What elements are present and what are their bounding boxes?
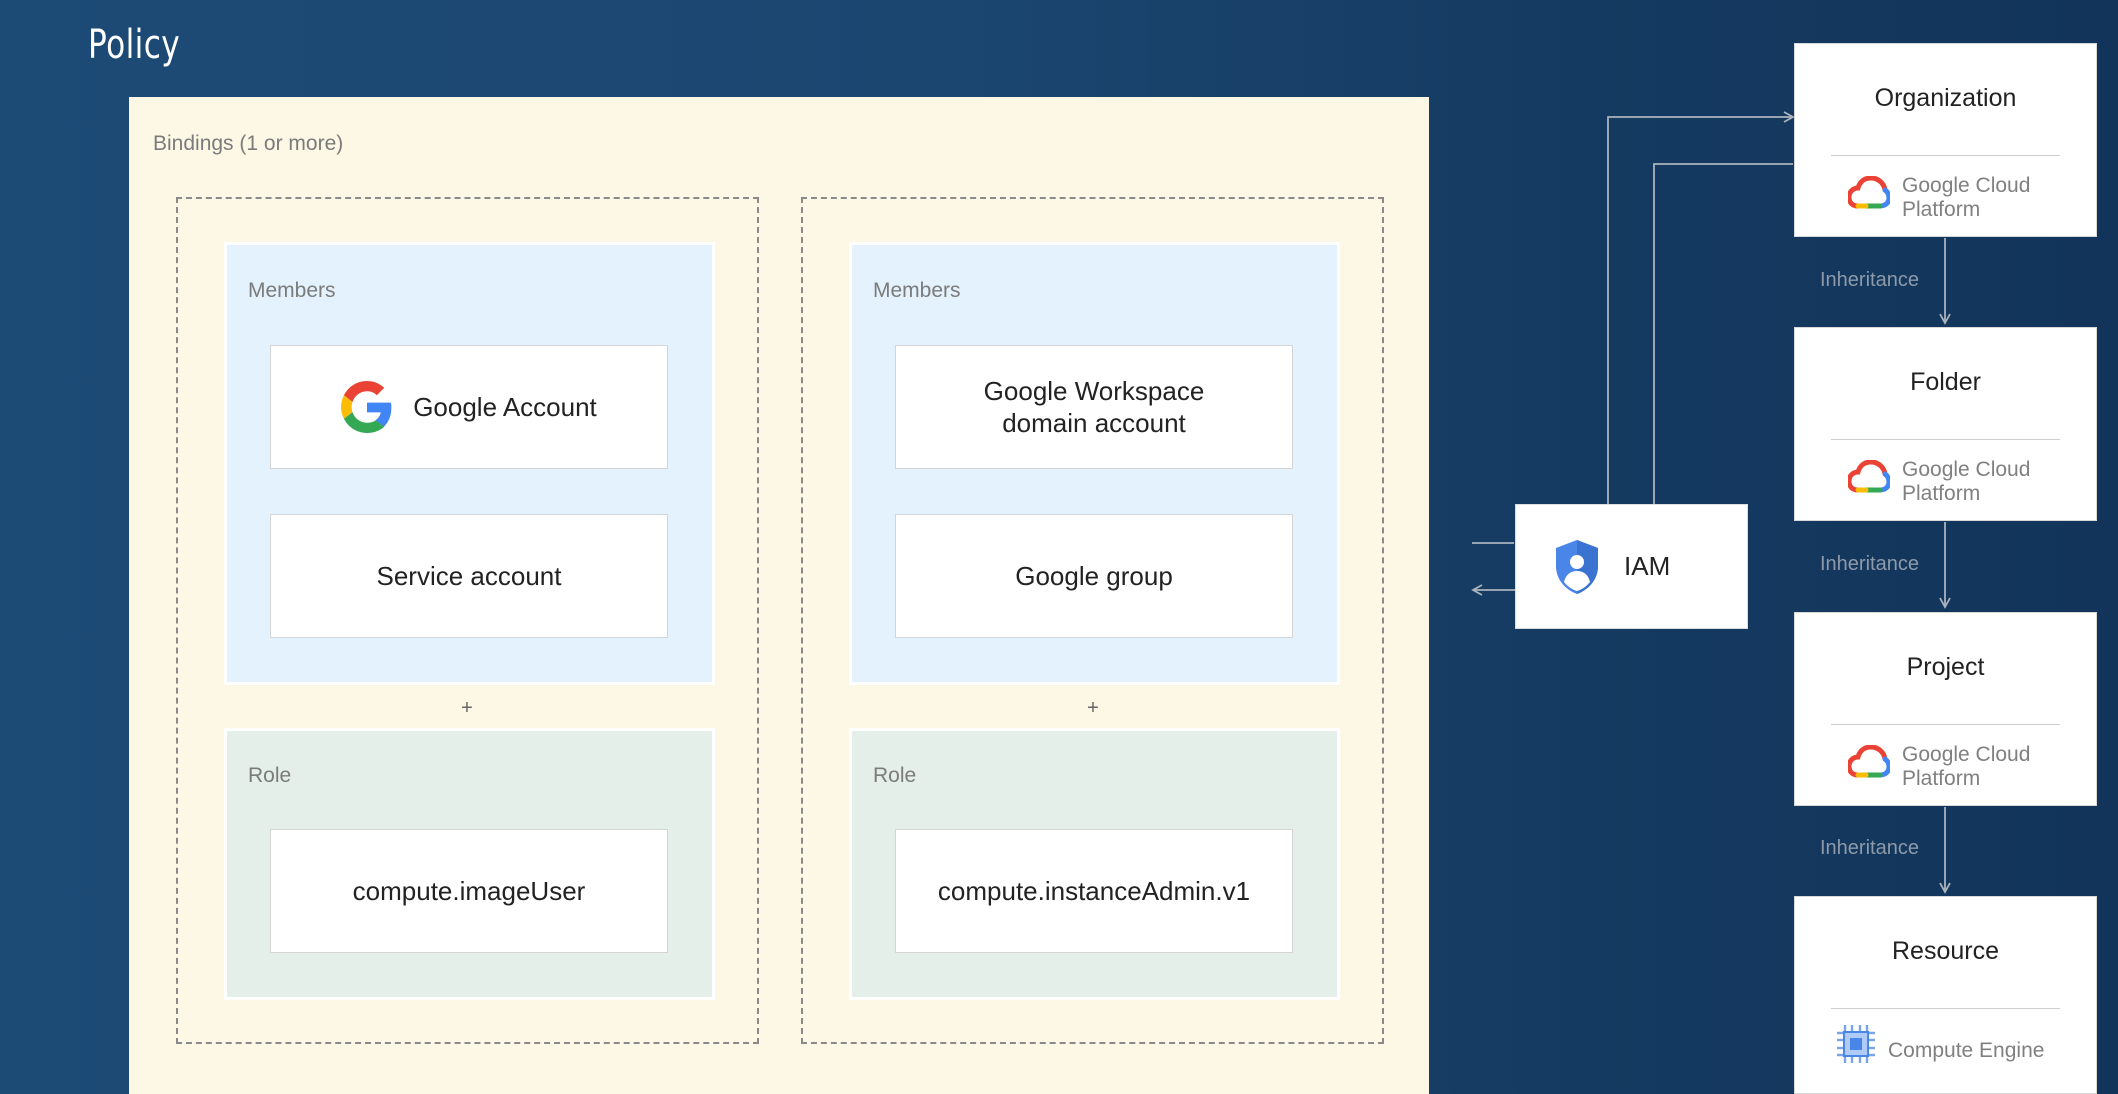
platform-line-2: Platform [1902, 767, 1981, 790]
platform-line-1: Google Cloud [1902, 458, 2031, 481]
role-label-2: Role [873, 764, 917, 787]
hierarchy-resource: Resource Compute Engine [1794, 896, 2097, 1094]
google-cloud-icon [1848, 745, 1890, 778]
platform-line-1: Google Cloud [1902, 743, 2031, 766]
iam-card: IAM [1515, 504, 1748, 629]
member-label: Google Workspace domain account [983, 376, 1205, 438]
member-card-workspace-account: Google Workspace domain account [895, 345, 1293, 469]
divider [1831, 724, 2060, 725]
inheritance-label-1: Inheritance [1820, 269, 1919, 291]
inheritance-label-2: Inheritance [1820, 553, 1919, 575]
binding-1 [176, 197, 759, 1044]
plus-sign-2: + [1087, 697, 1099, 719]
iam-to-organization-connector [1607, 111, 1795, 505]
hierarchy-title: Folder [1910, 368, 1981, 396]
compute-engine-icon [1837, 1025, 1875, 1063]
binding-2 [801, 197, 1384, 1044]
platform-line-2: Platform [1902, 198, 1981, 221]
members-label-2: Members [873, 279, 961, 302]
member-card-google-group: Google group [895, 514, 1293, 638]
platform-line-1: Google Cloud [1902, 174, 2031, 197]
divider [1831, 155, 2060, 156]
divider [1831, 1008, 2060, 1009]
member-card-service-account: Service account [270, 514, 668, 638]
divider [1831, 439, 2060, 440]
google-cloud-icon [1848, 460, 1890, 493]
inheritance-label-3: Inheritance [1820, 837, 1919, 859]
platform-label: Google Cloud Platform [1902, 743, 2030, 791]
google-g-icon [341, 381, 392, 433]
member-label: Service account [376, 561, 562, 591]
hierarchy-title: Project [1906, 653, 1985, 681]
hierarchy-title: Organization [1874, 84, 2017, 112]
platform-label: Compute Engine [1888, 1039, 2045, 1062]
platform-label: Google Cloud Platform [1902, 458, 2030, 506]
role-card-2: compute.instanceAdmin.v1 [895, 829, 1293, 953]
role-card-1: compute.imageUser [270, 829, 668, 953]
organization-to-iam-connector [1653, 163, 1793, 505]
role-label-1: Role [248, 764, 292, 787]
platform-line-2: Platform [1902, 482, 1981, 505]
plus-sign-1: + [461, 697, 473, 719]
hierarchy-organization: Organization Google Cloud Platform [1794, 43, 2097, 237]
role-name: compute.imageUser [352, 876, 586, 906]
google-cloud-icon [1848, 176, 1890, 209]
member-card-google-account: Google Account [270, 345, 668, 469]
hierarchy-title: Resource [1892, 937, 1999, 965]
hierarchy-folder: Folder Google Cloud Platform [1794, 327, 2097, 521]
member-label: Google group [1015, 561, 1173, 591]
page-title: Policy [88, 22, 181, 68]
hierarchy-project: Project Google Cloud Platform [1794, 612, 2097, 806]
member-label: Google Account [413, 392, 597, 422]
members-label-1: Members [248, 279, 336, 302]
platform-label: Google Cloud Platform [1902, 174, 2030, 222]
iam-label: IAM [1624, 551, 1671, 581]
shield-person-icon [1556, 539, 1598, 594]
role-name: compute.instanceAdmin.v1 [937, 876, 1251, 906]
bindings-label: Bindings (1 or more) [153, 132, 344, 155]
